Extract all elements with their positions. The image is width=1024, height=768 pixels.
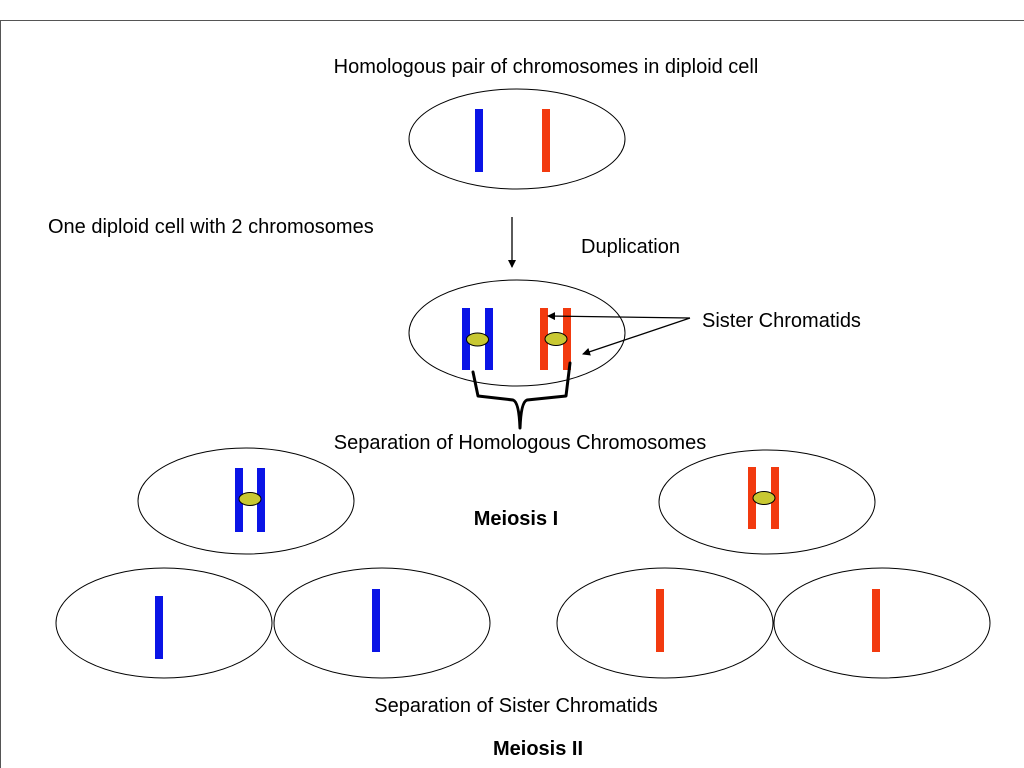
chromosome-red [656, 589, 664, 652]
sister-chromatid [540, 308, 548, 370]
sister-chromatid [748, 467, 756, 529]
chromosome-blue [475, 109, 483, 172]
duplicated-cell [408, 279, 626, 387]
duplicated-chromosome-red [540, 308, 571, 370]
meiosis-one-cell-right [658, 449, 876, 555]
meiosis-two-cell-4 [773, 567, 991, 679]
sister-chromatids-label: Sister Chromatids [702, 310, 861, 332]
cell-membrane [273, 567, 491, 679]
homolog-separation-label: Separation of Homologous Chromosomes [334, 432, 706, 454]
chromosome-red [872, 589, 880, 652]
meiosis-one-label: Meiosis I [474, 508, 558, 530]
meiosis-one-cell-left [137, 447, 355, 555]
diploid-cell [408, 88, 626, 190]
duplication-label: Duplication [581, 236, 680, 258]
meiosis-two-cell-2 [273, 567, 491, 679]
sister-separation-label: Separation of Sister Chromatids [374, 695, 657, 717]
centromere [238, 492, 262, 506]
brace [471, 361, 572, 430]
diploid-note: One diploid cell with 2 chromosomes [48, 216, 374, 238]
cell-membrane [408, 279, 626, 387]
chromosome-red [542, 109, 550, 172]
cell-membrane [556, 567, 774, 679]
meiosis-two-cell-1 [55, 567, 273, 679]
centromere [544, 332, 568, 346]
chromosome-blue [155, 596, 163, 659]
pointer-arrow [582, 317, 691, 356]
meiosis-two-label: Meiosis II [493, 738, 583, 760]
chromosome-blue [372, 589, 380, 652]
centromere [752, 491, 776, 505]
cell-membrane [55, 567, 273, 679]
sister-chromatid [485, 308, 493, 370]
pointer-arrow [547, 312, 691, 321]
cell-membrane [408, 88, 626, 190]
sister-chromatid [462, 308, 470, 370]
duplicated-chromosome-blue [462, 308, 493, 370]
cell-membrane [773, 567, 991, 679]
top-title: Homologous pair of chromosomes in diploi… [334, 56, 759, 78]
centromere [466, 332, 489, 347]
meiosis-two-cell-3 [556, 567, 774, 679]
slide-frame [0, 20, 1024, 768]
